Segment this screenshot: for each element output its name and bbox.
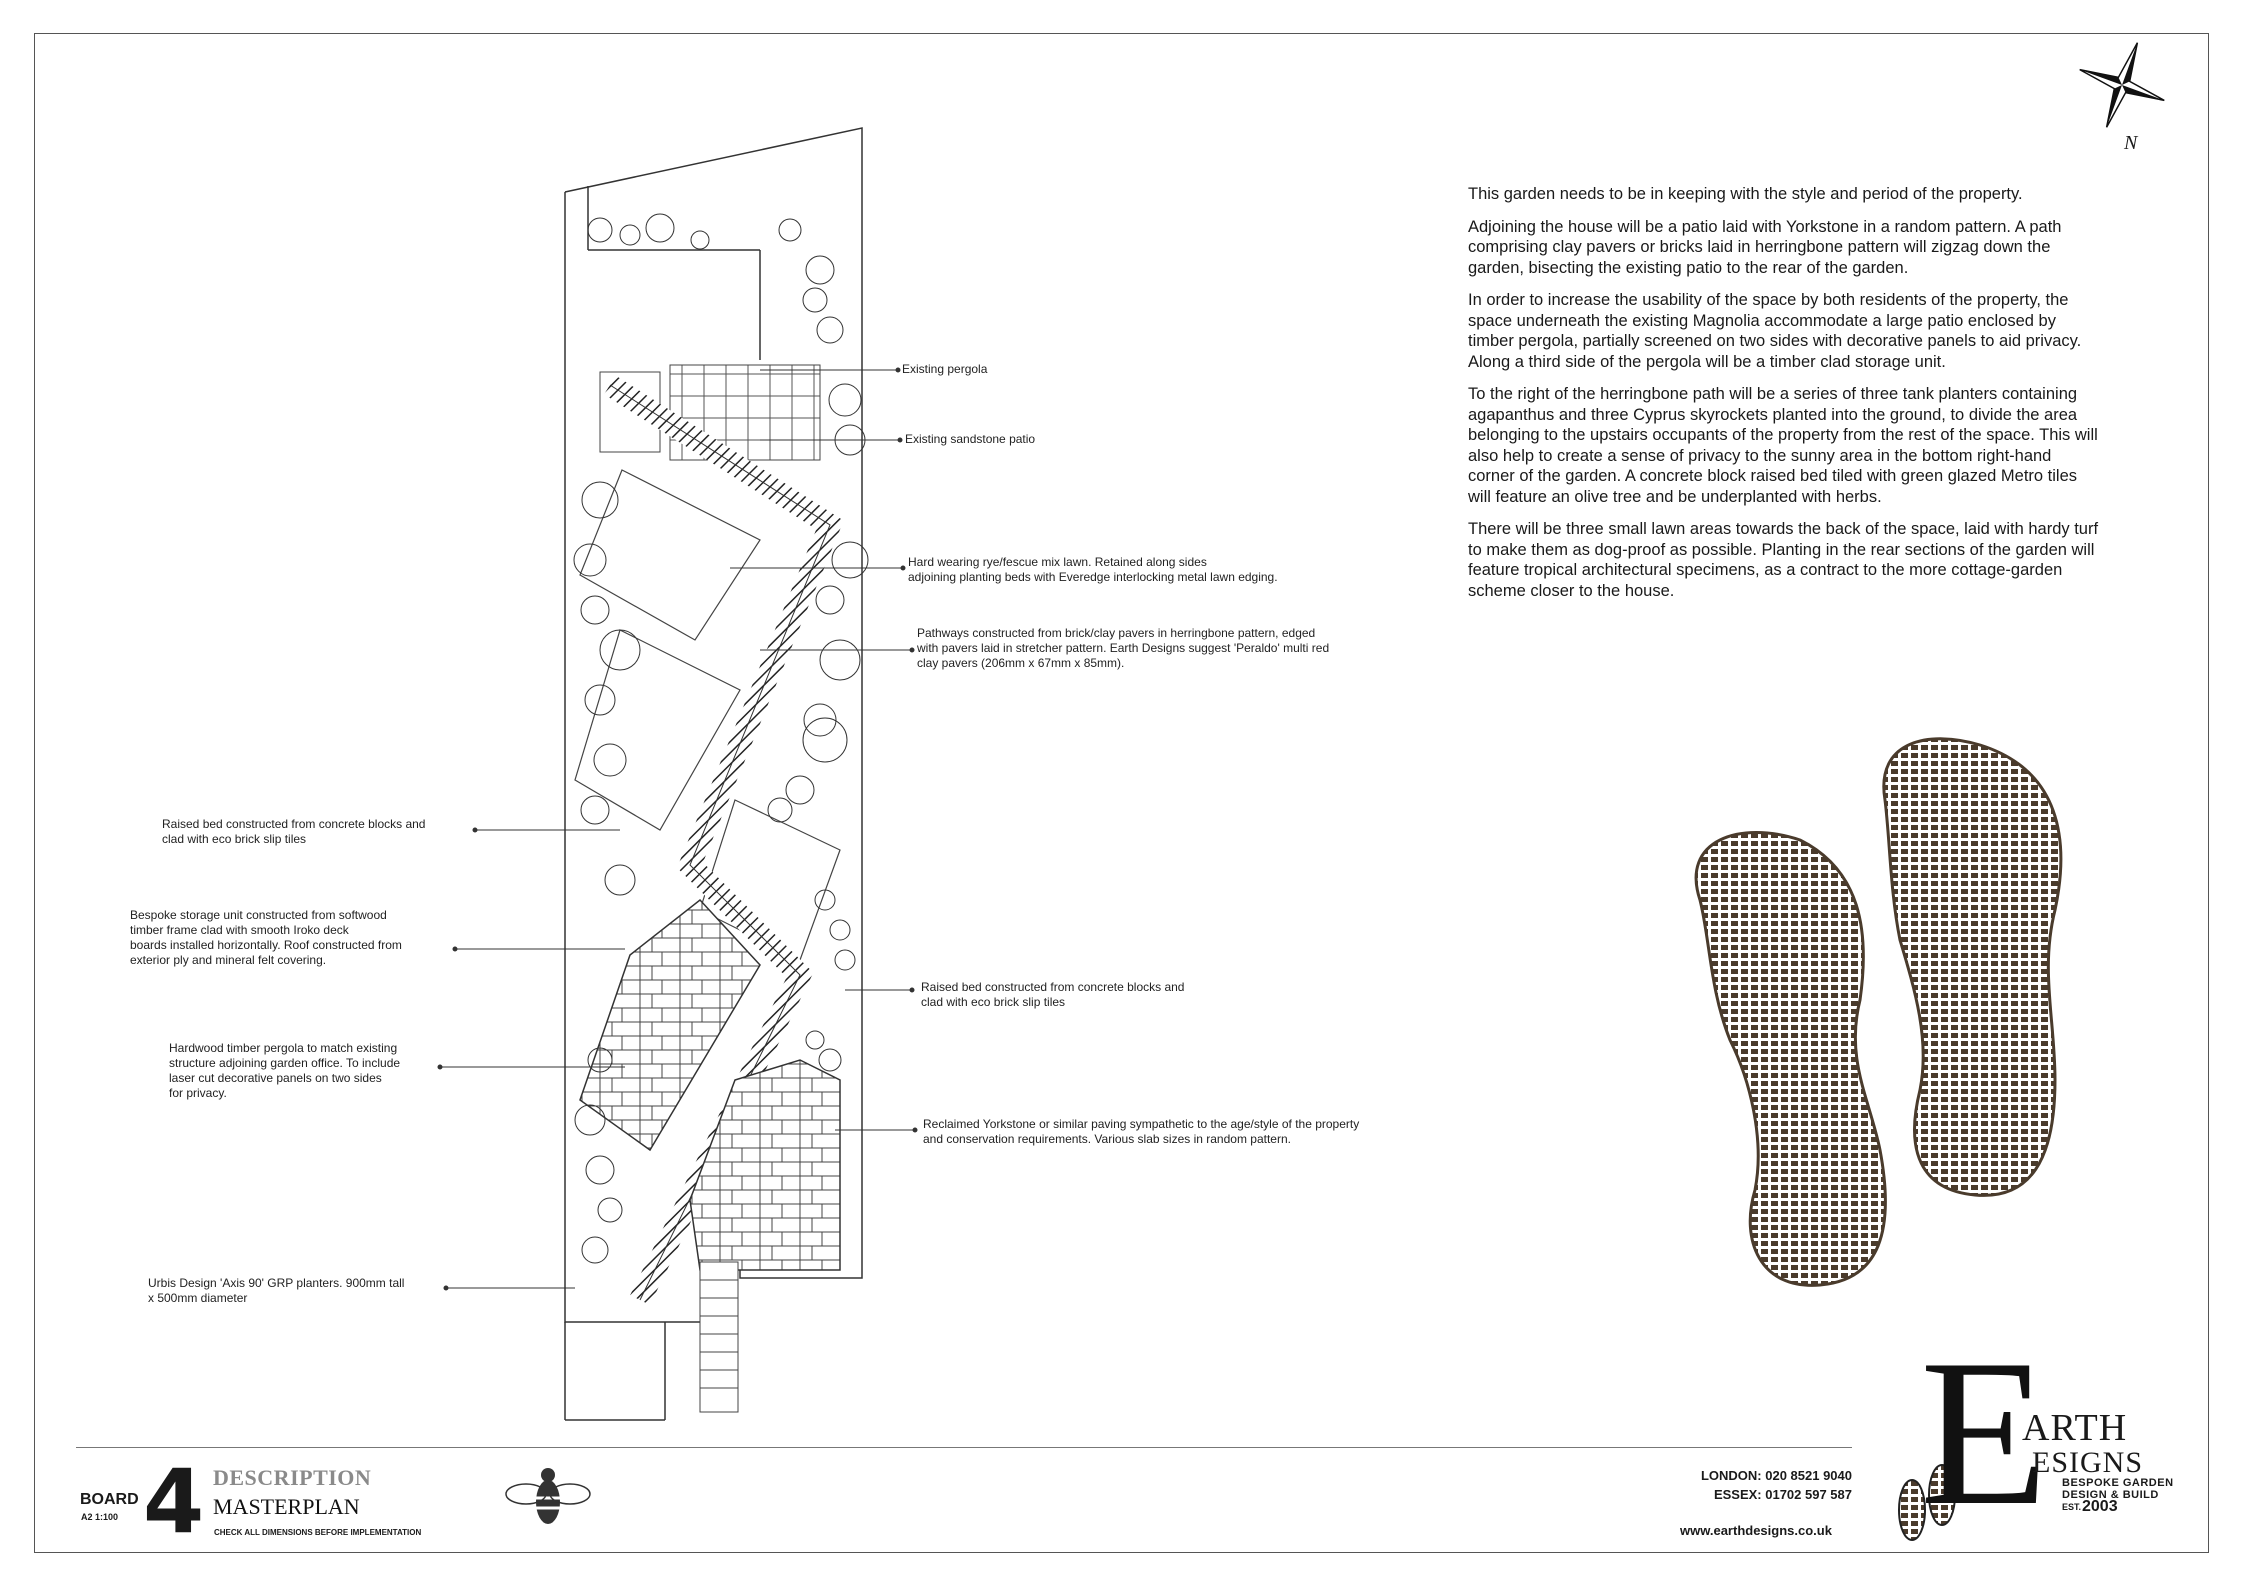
plant-symbol	[805, 255, 835, 285]
north-label: N	[2124, 132, 2138, 154]
website-link[interactable]: www.earthdesigns.co.uk	[1680, 1523, 1832, 1538]
plant-symbol	[834, 949, 856, 971]
section-title: DESCRIPTION	[213, 1465, 372, 1490]
steps	[699, 1261, 739, 1413]
description-paragraph: Adjoining the house will be a patio laid…	[1468, 217, 2062, 277]
check-dimensions-note: CHECK ALL DIMENSIONS BEFORE IMPLEMENTATI…	[214, 1528, 422, 1537]
annotation-yorkstone: Reclaimed Yorkstone or similar paving sy…	[923, 1117, 1360, 1146]
lawn-area	[574, 629, 741, 831]
description-paragraph: There will be three small lawn areas tow…	[1468, 520, 2099, 600]
lawn-area	[579, 469, 761, 641]
plant-symbol	[819, 639, 861, 681]
plant-symbol	[645, 213, 675, 243]
annotation-pathways: Pathways constructed from brick/clay pav…	[917, 626, 1330, 670]
contact-essex: ESSEX: 01702 597 587	[1713, 1487, 1852, 1502]
plant-symbol	[802, 717, 848, 763]
annotation-existing-pergola: Existing pergola	[902, 362, 988, 376]
plant-symbol	[619, 224, 641, 246]
plant-symbol	[690, 230, 710, 250]
logo-boot-icon	[1898, 1464, 1956, 1541]
plant-symbol	[573, 543, 607, 577]
board-number: 4	[143, 1450, 205, 1553]
plant-symbol	[593, 743, 627, 777]
sheet-border	[34, 33, 2209, 1553]
annotation-planters: Urbis Design 'Axis 90' GRP planters. 900…	[148, 1276, 405, 1305]
plant-symbol	[816, 316, 844, 344]
plant-symbol	[767, 797, 793, 823]
annotation-lawn: Hard wearing rye/fescue mix lawn. Retain…	[908, 555, 1278, 584]
plant-symbol	[574, 1104, 606, 1136]
pergola-patio	[579, 898, 761, 1152]
logo-est: EST.	[2062, 1502, 2082, 1512]
planting	[573, 213, 869, 1264]
yorkstone-patio	[689, 1059, 841, 1271]
plant-symbol	[581, 1236, 609, 1264]
logo-tagline: BESPOKE GARDEN DESIGN & BUILD	[2062, 1477, 2174, 1501]
board-label: BOARD	[80, 1491, 139, 1508]
plant-symbol	[818, 1048, 842, 1072]
plant-symbol	[805, 1030, 825, 1050]
plant-symbol	[814, 889, 836, 911]
annotation-raised-bed-right: Raised bed constructed from concrete blo…	[921, 980, 1185, 1009]
titleblock-rule	[76, 1447, 1852, 1448]
annotation-pergola: Hardwood timber pergola to match existin…	[169, 1041, 401, 1100]
plant-symbol	[580, 795, 610, 825]
section-subtitle: MASTERPLAN	[213, 1494, 360, 1519]
plant-symbol	[778, 218, 802, 242]
plant-symbol	[829, 919, 851, 941]
plant-symbol	[831, 541, 869, 579]
plant-symbol	[585, 1155, 615, 1185]
plant-symbol	[803, 703, 837, 737]
description-paragraph: This garden needs to be in keeping with …	[1468, 185, 2023, 203]
leader-lines	[437, 367, 918, 1291]
annotation-storage-unit: Bespoke storage unit constructed from so…	[130, 908, 402, 967]
boot-print-icon	[1694, 737, 2063, 1287]
plant-symbol	[785, 775, 815, 805]
plant-symbol	[802, 287, 828, 313]
plant-symbol	[815, 585, 845, 615]
plant-symbol	[584, 684, 616, 716]
plant-symbol	[587, 217, 613, 243]
logo-line1: ARTH	[2022, 1407, 2128, 1449]
plant-symbol	[828, 383, 862, 417]
plant-symbol	[587, 1047, 613, 1073]
annotation-raised-bed-left: Raised bed constructed from concrete blo…	[162, 817, 426, 846]
bee-icon	[505, 1468, 591, 1524]
scale-label: A2 1:100	[81, 1512, 119, 1522]
annotation-existing-patio: Existing sandstone patio	[905, 432, 1036, 446]
north-arrow-icon	[2079, 42, 2165, 128]
contact-london: LONDON: 020 8521 9040	[1700, 1468, 1852, 1483]
description-paragraph: To the right of the herringbone path wil…	[1468, 385, 2098, 506]
logo-year: 2003	[2082, 1498, 2118, 1515]
description-paragraph: In order to increase the usability of th…	[1468, 291, 2082, 371]
plant-symbol	[604, 864, 636, 896]
logo-line2: ESIGNS	[2032, 1446, 2144, 1479]
description-text: This garden needs to be in keeping with …	[1468, 184, 2100, 613]
plant-symbol	[599, 629, 641, 671]
logo-initial: E	[1920, 1317, 2049, 1549]
plant-symbol	[581, 481, 619, 519]
plant-symbol	[580, 595, 610, 625]
plant-symbol	[597, 1197, 623, 1223]
